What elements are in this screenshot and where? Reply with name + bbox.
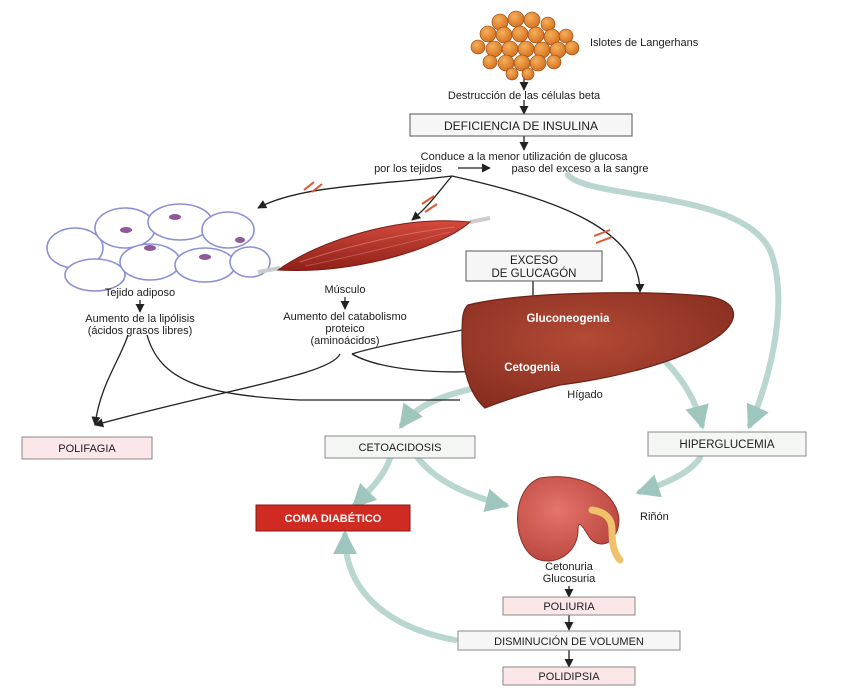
glycosuria-label: Glucosuria	[543, 573, 596, 585]
diabetic-coma-box	[255, 504, 411, 532]
ketoacidosis-box	[324, 435, 476, 459]
flow-arrow-volume-to-coma	[333, 530, 458, 643]
ketogenesis-label: Cetogenia	[504, 362, 560, 374]
volume-loss-label: DISMINUCIÓN DE VOLUMEN	[494, 635, 644, 648]
polydipsia-box	[502, 666, 636, 686]
glucagon-excess-box	[465, 250, 603, 282]
polyuria-box	[502, 596, 636, 616]
lower-glucose-use-line2: por los tejidos	[374, 163, 442, 175]
beta-destruction-label: Destrucción de las células beta	[448, 90, 601, 102]
lipolysis-line2: (ácidos grasos libres)	[88, 325, 193, 337]
ketoacidosis-label: CETOACIDOSIS	[359, 442, 442, 454]
excess-to-blood-label: paso del exceso a la sangre	[512, 163, 649, 175]
polyuria-label: POLIURIA	[543, 601, 595, 613]
volume-loss-box	[457, 630, 681, 651]
blocked-path-marks	[303, 181, 613, 244]
lower-glucose-use-line1: Conduce a la menor utilización de glucos…	[421, 151, 629, 163]
lipolysis-line1: Aumento de la lipólisis	[85, 313, 195, 325]
islets-label: Islotes de Langerhans	[590, 37, 699, 49]
catabolism-line3: (aminoácidos)	[310, 335, 379, 347]
adipose-tissue-illustration	[46, 203, 271, 292]
flow-arrow-ketoacidosis-to-kidney	[415, 455, 510, 512]
flow-arrow-ketoacidosis-to-coma	[351, 455, 393, 509]
catabolism-line2: proteico	[325, 323, 364, 335]
catabolism-line1: Aumento del catabolismo	[283, 311, 407, 323]
muscle-label: Músculo	[325, 284, 366, 296]
islets-cluster-illustration	[470, 10, 580, 81]
liver-illustration	[461, 292, 735, 409]
insulin-deficiency-label: DEFICIENCIA DE INSULINA	[444, 119, 598, 133]
polyphagia-box	[21, 436, 153, 460]
muscle-illustration	[257, 216, 491, 274]
flow-arrow-hyperglycemia-to-kidney	[635, 455, 703, 498]
kidney-label: Riñón	[640, 511, 669, 523]
polyphagia-label: POLIFAGIA	[58, 443, 116, 455]
insulin-deficiency-box	[409, 113, 633, 137]
hyperglycemia-box	[647, 431, 807, 457]
gluconeogenesis-label: Gluconeogenia	[526, 313, 610, 325]
liver-label: Hígado	[567, 389, 602, 401]
ketonuria-label: Cetonuria	[545, 561, 594, 573]
adipose-label: Tejido adiposo	[105, 287, 175, 299]
hyperglycemia-label: HIPERGLUCEMIA	[679, 439, 775, 451]
flow-arrow-excess-to-hyperglycemia	[565, 172, 782, 430]
diabetic-coma-label: COMA DIABÉTICO	[285, 512, 382, 525]
glucagon-line1: EXCESO	[510, 255, 558, 267]
glucagon-line2: DE GLUCAGÓN	[492, 267, 577, 280]
kidney-illustration	[517, 476, 624, 564]
polydipsia-label: POLIDIPSIA	[538, 671, 600, 683]
